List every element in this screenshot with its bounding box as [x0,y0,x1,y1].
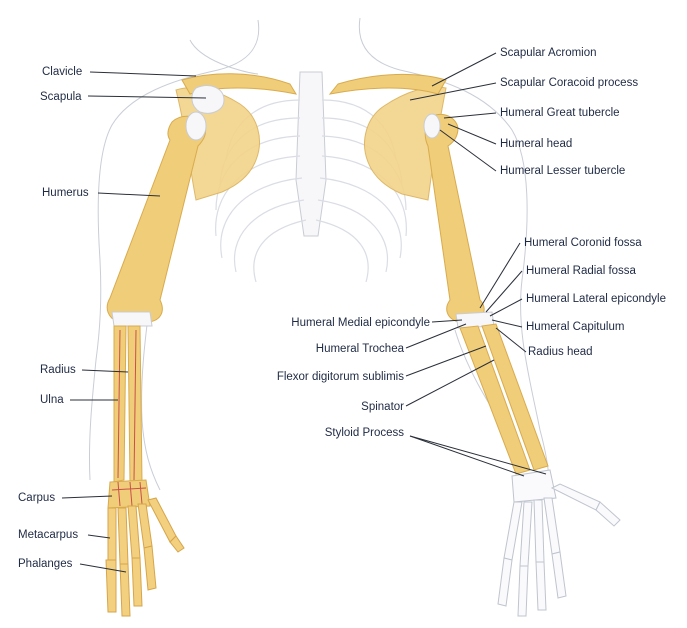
label-humeral-medial-epicondyle: Humeral Medial epicondyle [291,317,430,329]
left-hand [106,498,184,616]
label-humeral-trochea: Humeral Trochea [316,343,405,355]
label-ulna: Ulna [40,394,64,406]
label-humeral-head: Humeral head [500,138,572,150]
label-flexor-digitorum: Flexor digitorum sublimis [277,371,404,383]
label-humeral-capitulum: Humeral Capitulum [526,321,624,333]
label-humerus: Humerus [42,187,89,199]
left-humerus [107,116,205,322]
label-phalanges: Phalanges [18,558,73,570]
label-spinator: Spinator [361,401,404,413]
label-carpus: Carpus [18,492,55,504]
label-scapula: Scapula [40,91,82,103]
label-radius: Radius [40,364,76,376]
label-humeral-coronoid-fossa: Humeral Coronid fossa [524,237,642,249]
labels-left: Clavicle Scapula Humerus Radius Ulna Car… [18,66,89,570]
labels-center: Humeral Medial epicondyle Humeral Troche… [277,317,430,439]
label-scapular-acromion: Scapular Acromion [500,47,597,59]
label-clavicle: Clavicle [42,66,82,78]
label-radius-head: Radius head [528,346,593,358]
right-clavicle [330,74,446,94]
right-hand [498,470,620,616]
label-scapular-coracoid: Scapular Coracoid process [500,77,638,89]
label-humeral-great-tubercle: Humeral Great tubercle [500,107,620,119]
label-metacarpus: Metacarpus [18,529,78,541]
label-humeral-radial-fossa: Humeral Radial fossa [526,265,637,277]
label-humeral-lateral-epicondyle: Humeral Lateral epicondyle [526,293,666,305]
labels-right: Scapular Acromion Scapular Coracoid proc… [500,47,666,358]
label-styloid-process: Styloid Process [325,427,405,439]
left-arm-bones [107,112,206,508]
right-humerus [425,114,484,322]
label-humeral-lesser-tubercle: Humeral Lesser tubercle [500,165,625,177]
